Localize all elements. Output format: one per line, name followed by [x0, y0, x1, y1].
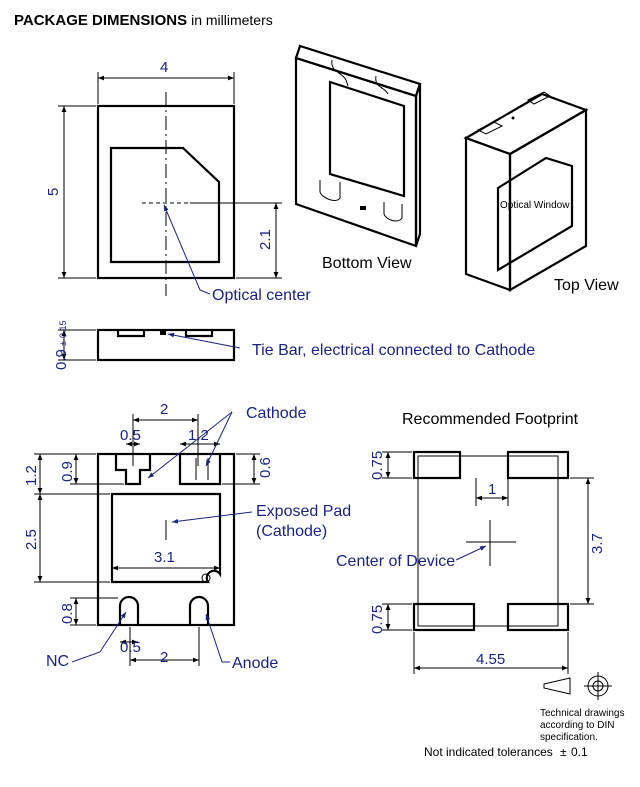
dim-height: 5 [45, 188, 62, 196]
dim-row-height: 1.2 [23, 465, 40, 486]
note-din-3: specification. [540, 732, 598, 743]
bottom-body [96, 452, 236, 627]
optical-window-outline [109, 146, 221, 264]
projection-symbol-icon [543, 672, 612, 700]
dim-pitch-bottom: 2 [160, 649, 168, 666]
dim-bottom-pad-height: 0.8 [59, 603, 76, 624]
dim-exposed-height: 2.5 [23, 529, 40, 550]
fp-dim-gap: 1 [488, 481, 496, 498]
dim-thickness-pm: ± [58, 341, 68, 346]
title-sub: in millimeters [191, 12, 273, 28]
note-tolerance-label: Not indicated tolerances [424, 745, 553, 759]
recommended-footprint: Recommended Footprint 1 Center of Device… [336, 411, 606, 674]
label-exposed-pad-2: (Cathode) [256, 523, 327, 540]
label-anode: Anode [232, 655, 278, 672]
note-tolerance-value: 0.1 [571, 745, 588, 759]
dim-center-offset: 2.1 [257, 229, 274, 250]
pad-bottom-left [118, 595, 140, 625]
label-top-view: Top View [554, 277, 619, 294]
dim-pitch-top: 2 [160, 401, 168, 418]
top-view-3d: Optical Window Top View [463, 91, 619, 294]
fp-dim-pad-top: 0.75 [369, 451, 386, 480]
dim-pad-height-left: 0.9 [59, 461, 76, 482]
label-recommended-footprint: Recommended Footprint [402, 411, 579, 428]
dim-thickness: 0.9 [53, 349, 70, 370]
bottom-view-3d: Bottom View [294, 44, 422, 272]
label-optical-center: Optical center [212, 287, 311, 304]
pad-top-left [114, 454, 152, 486]
fp-pad-tl [412, 450, 462, 480]
fp-pad-tr [506, 450, 570, 480]
note-din-2: according to DIN [540, 720, 614, 731]
fp-dim-pad-bottom: 0.75 [369, 605, 386, 634]
note-tolerance-pm: ± [560, 745, 567, 759]
dim-exposed-width: 3.1 [154, 549, 175, 566]
label-tie-bar: Tie Bar, electrical connected to Cathode [252, 342, 535, 359]
top-view-2d: 4 5 2.1 Optical center [45, 59, 311, 304]
fp-pad-bl [412, 602, 476, 632]
bottom-view-2d: 2 0.5 1.2 0.9 1.2 2.5 0.8 0.6 3.1 0.5 [23, 401, 351, 672]
fp-dim-total-width: 4.55 [476, 651, 505, 668]
side-view: 0.9 ± 0.15 Tie Bar, electrical connected… [53, 320, 535, 370]
dim-pad-height-right: 0.6 [257, 457, 274, 478]
title-bold: PACKAGE DIMENSIONS [14, 12, 188, 29]
note-din-1: Technical drawings [540, 708, 625, 719]
pad-top-right [178, 454, 222, 486]
label-nc: NC [46, 653, 69, 670]
fp-dim-span: 3.7 [589, 533, 606, 554]
label-optical-window: Optical Window [500, 200, 570, 211]
label-cathode: Cathode [246, 405, 307, 422]
label-exposed-pad-1: Exposed Pad [256, 503, 351, 520]
label-bottom-view: Bottom View [322, 255, 412, 272]
dim-pad-width-left: 0.5 [120, 427, 141, 444]
dim-thickness-tol: 0.15 [58, 320, 68, 338]
pad-bottom-right [188, 595, 210, 625]
dim-pad-width-right: 1.2 [188, 427, 209, 444]
label-center-of-device: Center of Device [336, 553, 455, 570]
din-notes: Technical drawings according to DIN spec… [424, 672, 625, 759]
footprint-outline [417, 455, 559, 627]
dim-width: 4 [160, 59, 168, 76]
fp-pad-br [506, 602, 570, 632]
